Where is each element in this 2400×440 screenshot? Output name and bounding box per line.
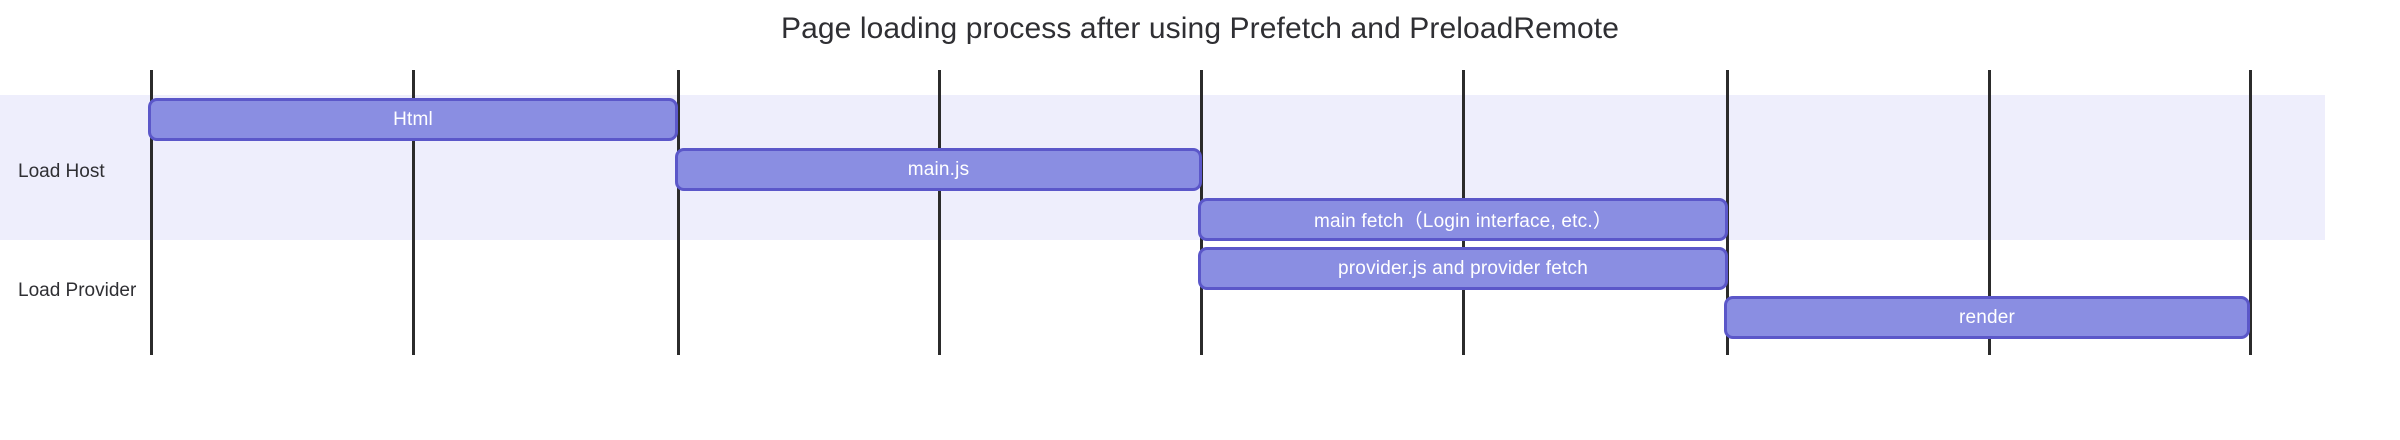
- gridline-9: [2249, 70, 2252, 355]
- task-bar-label: main fetch（Login interface, etc.）: [1313, 211, 1613, 232]
- task-bar-provider-js-and-provider-fetch[interactable]: provider.js and provider fetch: [1198, 247, 1728, 290]
- task-bar-label: provider.js and provider fetch: [1338, 257, 1588, 279]
- category-label-load-provider: Load Provider: [18, 280, 137, 301]
- task-bar-label: Html: [393, 108, 433, 130]
- gridline-8: [1988, 70, 1991, 355]
- task-bar-render[interactable]: render: [1724, 296, 2250, 339]
- task-bar-html[interactable]: Html: [148, 98, 678, 141]
- gridline-4: [938, 70, 941, 355]
- plot-area: Load Host Load Provider Html main.js mai…: [0, 70, 2400, 360]
- task-bar-label: main.js: [907, 158, 970, 180]
- gridline-1: [150, 70, 153, 355]
- gridline-3: [677, 70, 680, 355]
- gridline-2: [412, 70, 415, 355]
- task-bar-label: render: [1958, 306, 2016, 328]
- chart-title: Page loading process after using Prefetc…: [780, 12, 1620, 45]
- task-bar-main-js[interactable]: main.js: [675, 148, 1202, 191]
- category-label-load-host: Load Host: [18, 161, 105, 182]
- task-bar-main-fetch[interactable]: main fetch（Login interface, etc.）: [1198, 198, 1728, 241]
